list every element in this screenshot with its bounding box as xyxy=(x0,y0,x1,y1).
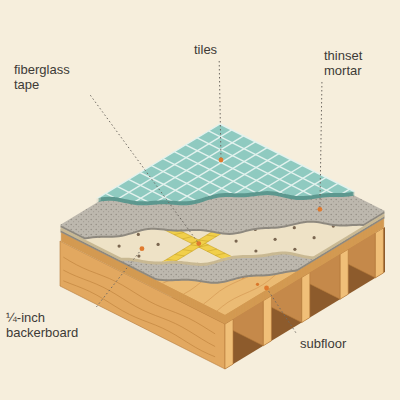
leader-line xyxy=(320,82,322,209)
grout-line xyxy=(163,159,328,242)
screw-head xyxy=(137,254,140,257)
screw-head xyxy=(235,239,238,242)
grout-line xyxy=(83,207,248,290)
tape-mesh xyxy=(224,257,234,259)
grout-line xyxy=(186,145,351,228)
grout-line xyxy=(197,138,362,221)
callout-label: ¼-inch backerboard xyxy=(4,310,94,340)
grout-line xyxy=(119,154,279,251)
leader-dot xyxy=(317,207,322,212)
tiles-layer xyxy=(60,124,385,308)
grout-line xyxy=(129,179,294,262)
screw-head xyxy=(157,243,160,246)
grout-line xyxy=(201,195,361,292)
grout-line xyxy=(220,124,385,207)
tiles-edge-shape xyxy=(60,125,385,305)
tape-mesh xyxy=(207,249,217,251)
leader-line xyxy=(96,249,141,307)
grout-line xyxy=(117,186,282,269)
tape-mesh xyxy=(257,274,267,276)
joist-end xyxy=(302,273,310,323)
joist-end xyxy=(263,296,271,346)
leader-line xyxy=(267,288,296,333)
screw-head xyxy=(313,236,316,239)
grout-line xyxy=(151,166,316,249)
screw-head xyxy=(236,283,239,286)
grout-line xyxy=(131,160,291,257)
callout-label: thinset mortar xyxy=(322,48,388,78)
tape-mesh xyxy=(265,278,275,280)
tape-mesh xyxy=(151,269,161,270)
tape-mesh xyxy=(207,235,217,236)
tiles-face xyxy=(60,124,385,304)
grout-line xyxy=(209,131,374,214)
grout-line xyxy=(213,201,373,298)
grout-line xyxy=(71,214,236,297)
tape-mesh xyxy=(183,250,193,251)
tape-mesh xyxy=(248,270,258,272)
screw-head xyxy=(137,233,140,236)
leader-line xyxy=(90,95,198,243)
tape-mesh xyxy=(159,264,169,265)
tiles-surface xyxy=(60,124,385,304)
grout-line xyxy=(190,189,350,286)
grout-line xyxy=(166,177,326,274)
grout-line xyxy=(140,173,305,256)
tape-mesh xyxy=(174,232,184,234)
tape-mesh xyxy=(182,237,192,239)
tape-mesh xyxy=(167,259,177,260)
tape-mesh xyxy=(240,266,250,268)
screw-head xyxy=(197,284,200,287)
callout-label: fiberglass tape xyxy=(12,62,88,92)
grout-line xyxy=(143,166,303,263)
screw-head xyxy=(274,238,277,241)
grout-line xyxy=(174,152,339,235)
screw-head xyxy=(157,264,160,267)
screw-head xyxy=(216,273,219,276)
tape-mesh xyxy=(175,255,185,256)
grout-line xyxy=(225,207,385,304)
joist-end xyxy=(225,319,233,369)
screw-head xyxy=(177,274,180,277)
grout-line xyxy=(154,171,314,268)
leader-lines xyxy=(90,61,322,333)
screw-head xyxy=(217,294,220,297)
screw-head xyxy=(293,226,296,229)
grout-line xyxy=(178,183,338,280)
screw-head xyxy=(235,261,238,264)
screw-head xyxy=(274,259,277,262)
grout-line xyxy=(106,193,271,276)
tiles-edge xyxy=(60,125,385,305)
screw-head xyxy=(254,249,257,252)
joist-end xyxy=(375,228,383,278)
grout-line xyxy=(94,200,259,283)
tape-mesh xyxy=(232,262,242,264)
tape-mesh xyxy=(215,253,225,255)
screw-head xyxy=(118,244,121,247)
screw-head xyxy=(255,271,258,274)
leader-dot xyxy=(219,158,224,163)
leader-line xyxy=(219,61,221,160)
callout-label: tiles xyxy=(192,42,219,57)
screw-head xyxy=(196,263,199,266)
joist-end xyxy=(340,249,348,299)
leader-dot xyxy=(264,286,269,291)
tiles-face-shape xyxy=(60,124,385,304)
nail-head xyxy=(256,283,259,286)
leader-dot xyxy=(196,241,201,246)
screw-head xyxy=(293,248,296,251)
grout-line xyxy=(60,221,225,304)
leader-dot xyxy=(140,246,145,251)
callout-label: subfloor xyxy=(298,336,348,351)
